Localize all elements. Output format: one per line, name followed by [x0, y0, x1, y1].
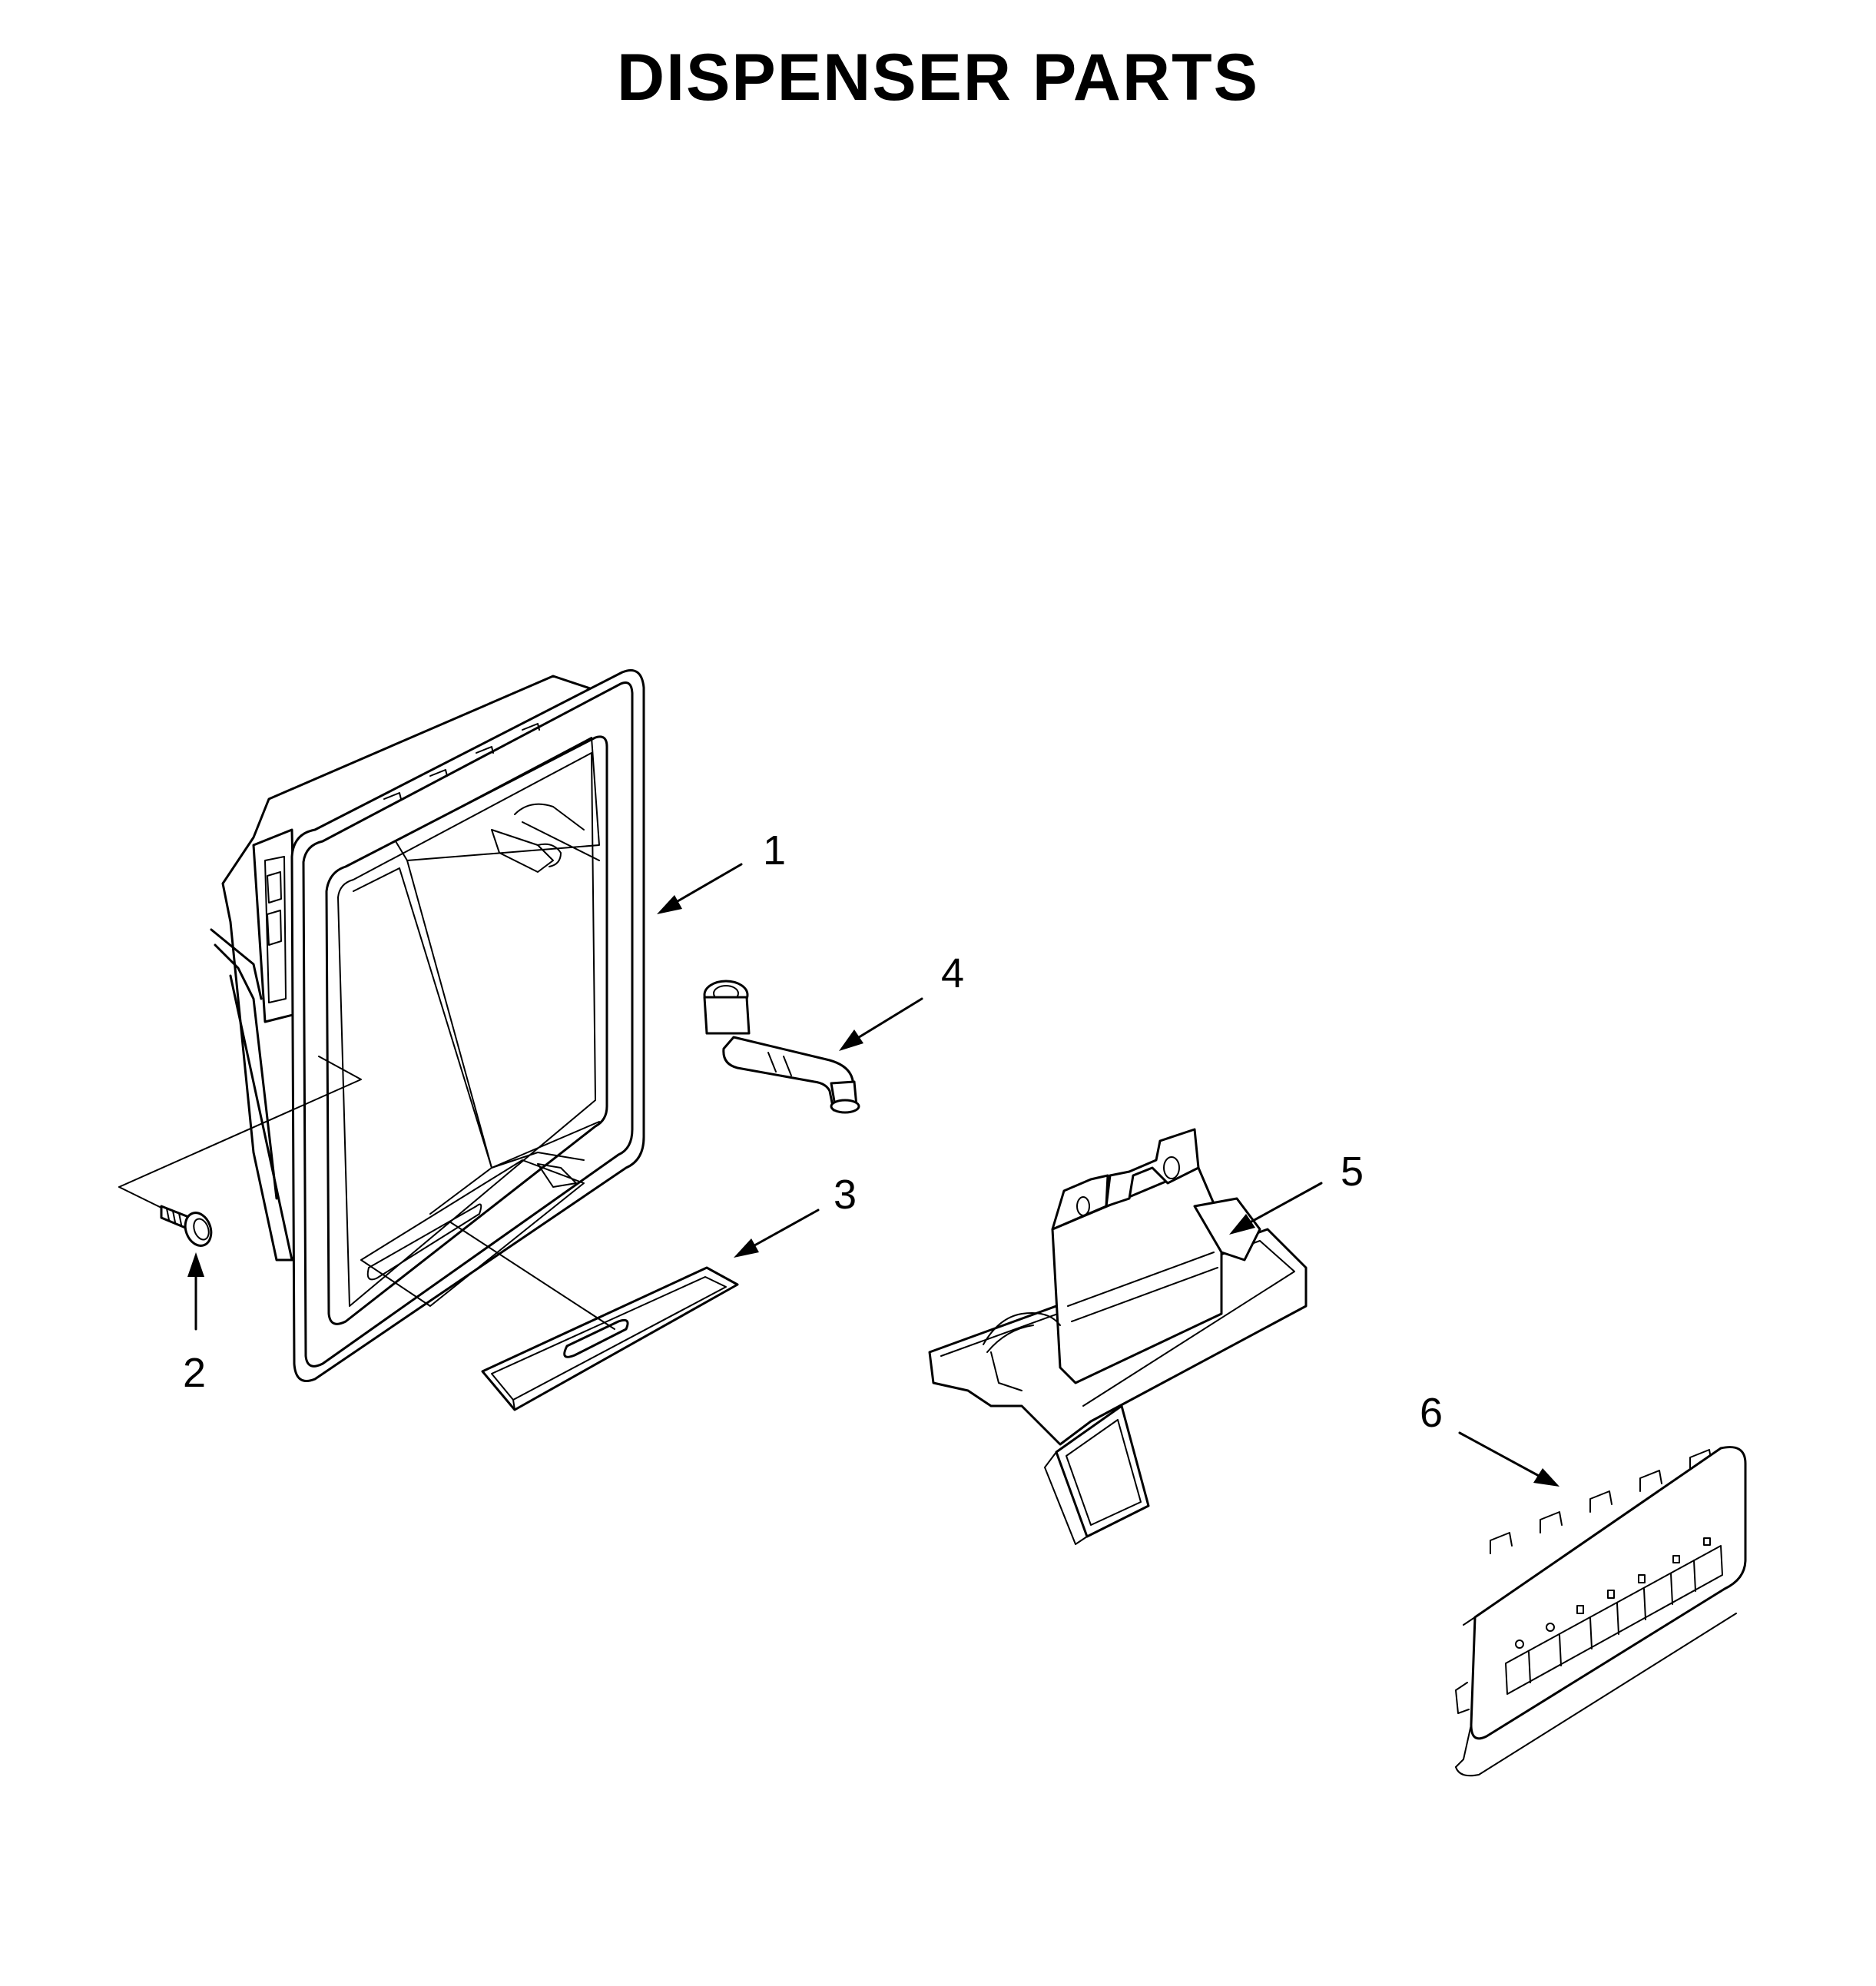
callout-arrow-1 — [657, 863, 743, 914]
callout-arrow-4 — [839, 997, 923, 1051]
diagram-title: DISPENSER PARTS — [617, 41, 1259, 114]
callout-6[interactable]: 6 — [1420, 1390, 1443, 1436]
leader-line-tray — [449, 1221, 615, 1330]
leader-line-screw-lower — [118, 1186, 162, 1209]
part-4-water-tube[interactable] — [703, 980, 860, 1114]
callout-arrow-3 — [734, 1209, 820, 1258]
callout-arrow-5 — [1229, 1182, 1323, 1235]
part-5-actuator-assembly[interactable] — [928, 1128, 1308, 1545]
callout-5[interactable]: 5 — [1341, 1149, 1364, 1195]
part-6-control-panel[interactable] — [1455, 1446, 1747, 1777]
callout-arrow-6 — [1458, 1431, 1559, 1487]
callout-1[interactable]: 1 — [763, 827, 787, 874]
callout-3[interactable]: 3 — [834, 1172, 857, 1218]
part-1-dispenser-housing[interactable] — [210, 669, 645, 1382]
leader-line-screw — [118, 1056, 362, 1188]
callout-arrow-2 — [187, 1252, 204, 1331]
callout-2[interactable]: 2 — [183, 1350, 207, 1396]
part-2-screw[interactable] — [160, 1205, 216, 1249]
part-3-drip-tray[interactable] — [449, 1221, 739, 1411]
callout-4[interactable]: 4 — [941, 950, 965, 996]
